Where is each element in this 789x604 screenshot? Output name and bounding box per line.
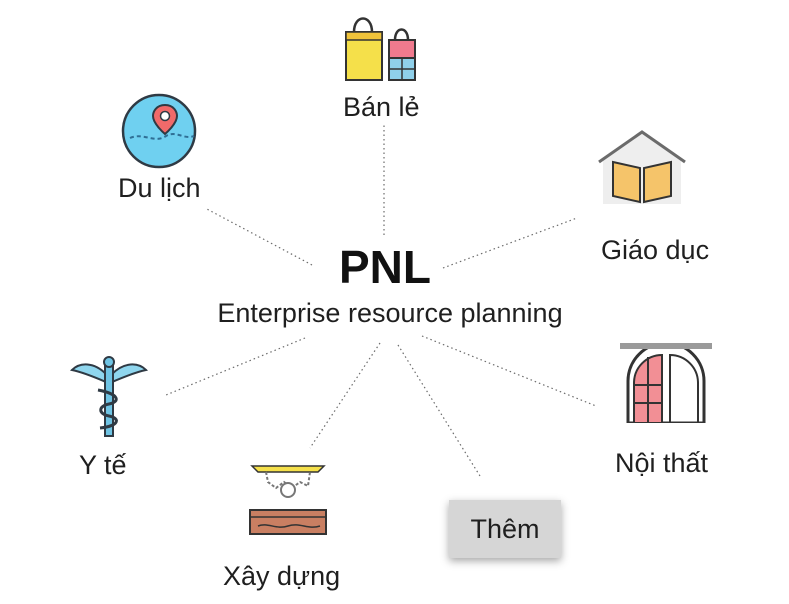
hub-subtitle: Enterprise resource planning [217,298,563,328]
connector-construction [309,342,381,449]
connector-education [442,217,578,269]
connector-interior [421,335,597,407]
connector-travel [204,207,313,266]
sector-label-education: Giáo dục [601,235,710,265]
construction-excavation-icon [249,465,327,535]
sector-label-retail: Bán lẻ [343,92,420,122]
caduceus-icon [70,356,148,437]
connector-healthcare [165,337,306,396]
shopping-bags-icon [345,17,416,81]
hub-title: PNL [339,241,431,293]
more-button[interactable]: Thêm [449,500,561,558]
sector-label-construction: Xây dựng [223,561,341,591]
sector-label-healthcare: Y tế [79,450,127,480]
map-pin-globe-icon [121,93,197,169]
sector-label-travel: Du lịch [118,173,201,203]
sector-label-interior: Nội thất [615,448,709,478]
arched-window-icon [620,343,712,423]
open-book-icon [598,130,686,204]
connector-more [397,344,481,477]
